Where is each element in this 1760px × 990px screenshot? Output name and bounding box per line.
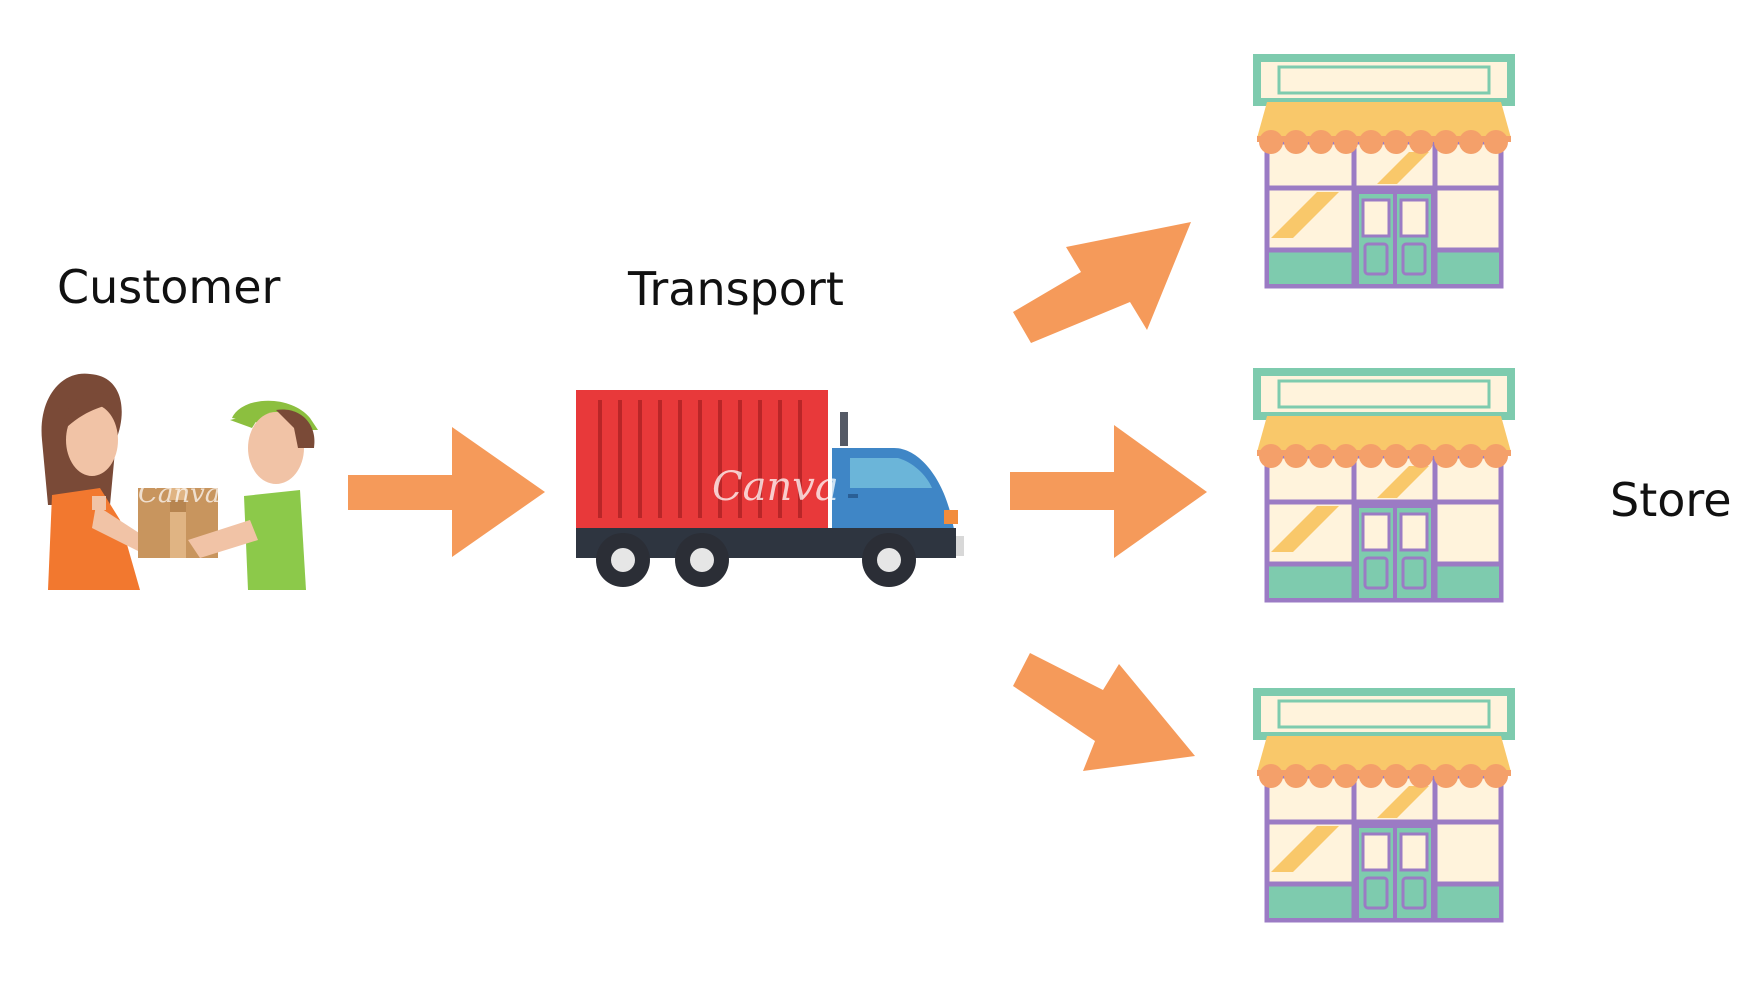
delivery-man-figure bbox=[188, 400, 318, 590]
truck-illustration bbox=[576, 390, 964, 587]
store-icon-top bbox=[1257, 58, 1511, 286]
store-label: Store bbox=[1610, 473, 1732, 527]
customer-label: Customer bbox=[57, 260, 281, 314]
arrow-transport-to-store-top bbox=[1013, 222, 1191, 343]
arrow-transport-to-store-bottom bbox=[1013, 653, 1195, 771]
arrow-customer-to-transport bbox=[348, 427, 545, 557]
store-icon-bottom bbox=[1257, 692, 1511, 920]
store-icon-middle bbox=[1257, 372, 1511, 600]
customer-illustration bbox=[41, 373, 318, 590]
transport-label: Transport bbox=[628, 262, 844, 316]
watermark-truck: Canva bbox=[712, 464, 839, 510]
watermark-customer: Canva bbox=[138, 479, 220, 509]
arrow-transport-to-store-middle bbox=[1010, 425, 1207, 558]
package-icon bbox=[138, 488, 218, 558]
woman-figure bbox=[41, 373, 150, 590]
